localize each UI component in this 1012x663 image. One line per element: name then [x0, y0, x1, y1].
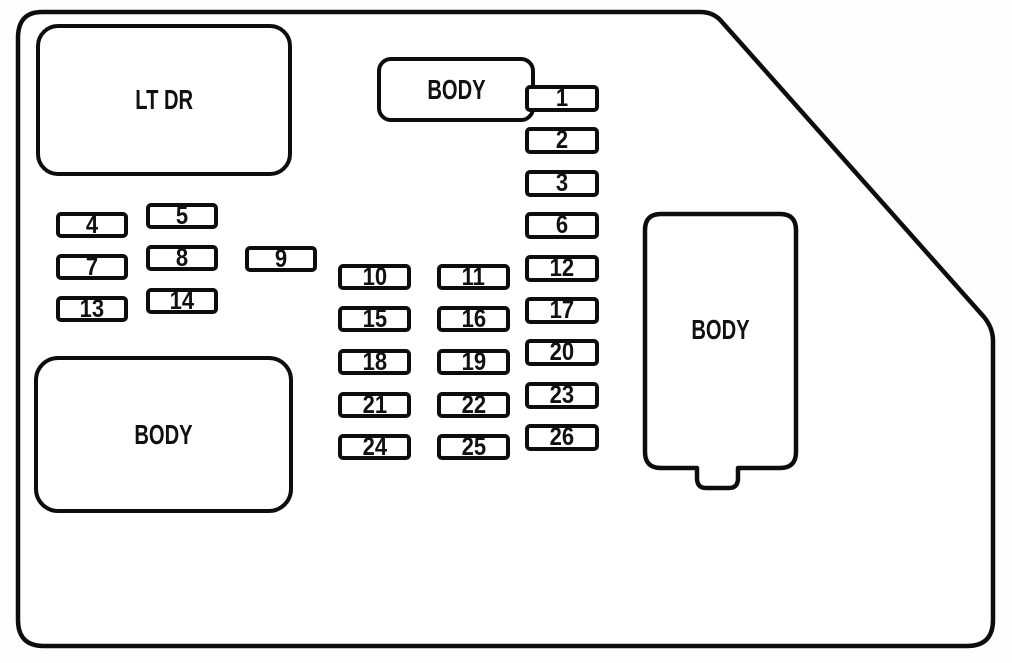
fuse-11: 11 [437, 264, 510, 290]
fuse-number: 18 [362, 347, 387, 376]
fuse-number: 22 [461, 390, 486, 419]
fuse-4: 4 [56, 212, 128, 238]
fuse-number: 21 [362, 390, 387, 419]
block-body-bottom-left-label: BODY [134, 418, 193, 450]
fuse-number: 26 [549, 423, 575, 451]
fuse-number: 14 [169, 286, 195, 315]
fuse-6: 6 [525, 212, 599, 239]
fuse-23: 23 [525, 382, 599, 409]
fuse-number: 20 [549, 338, 575, 366]
fuse-5: 5 [146, 203, 218, 229]
block-body-top: BODY [377, 57, 535, 122]
block-body-top-label: BODY [426, 73, 486, 105]
fuse-number: 23 [549, 381, 575, 409]
fuse-number: 12 [549, 254, 575, 282]
fuse-13: 13 [56, 296, 128, 322]
block-lt-dr: LT DR [36, 24, 292, 176]
fuse-17: 17 [525, 297, 599, 324]
fuse-10: 10 [338, 264, 411, 290]
fuse-number: 17 [549, 296, 575, 324]
fuse-7: 7 [56, 254, 128, 280]
fuse-22: 22 [437, 392, 510, 418]
fuse-number: 4 [85, 210, 99, 239]
fuse-number: 1 [555, 84, 569, 112]
block-body-right: BODY [643, 214, 798, 468]
fuse-number: 7 [85, 252, 99, 281]
fuse-16: 16 [437, 306, 510, 332]
fuse-1: 1 [525, 85, 599, 112]
fuse-26: 26 [525, 424, 599, 451]
fuse-15: 15 [338, 306, 411, 332]
fuse-12: 12 [525, 255, 599, 282]
fuse-number: 5 [175, 201, 189, 230]
fuse-number: 11 [461, 262, 486, 291]
fuse-14: 14 [146, 288, 218, 314]
fuse-number: 16 [461, 304, 486, 333]
fuse-2: 2 [525, 127, 599, 154]
fuse-number: 9 [274, 244, 288, 273]
fuse-number: 19 [461, 347, 486, 376]
fuse-number: 15 [362, 304, 387, 333]
fuse-number: 3 [555, 169, 569, 197]
fuse-number: 10 [362, 262, 387, 291]
fuse-24: 24 [338, 434, 411, 460]
fuse-9: 9 [245, 246, 317, 272]
fuse-number: 6 [555, 211, 569, 239]
fuse-21: 21 [338, 392, 411, 418]
fuse-number: 25 [461, 432, 486, 461]
fuse-3: 3 [525, 170, 599, 197]
fuse-number: 13 [79, 294, 105, 323]
block-body-right-label: BODY [691, 314, 750, 345]
fuse-number: 8 [175, 243, 189, 272]
fuse-number: 24 [362, 432, 387, 461]
fuse-18: 18 [338, 349, 411, 375]
fuse-25: 25 [437, 434, 510, 460]
fuse-8: 8 [146, 245, 218, 271]
fuse-19: 19 [437, 349, 510, 375]
fuse-number: 2 [555, 126, 569, 154]
body-right-block-outline [642, 211, 799, 491]
block-lt-dr-label: LT DR [135, 84, 193, 115]
block-body-bottom-left: BODY [34, 356, 293, 513]
fuse-20: 20 [525, 339, 599, 366]
